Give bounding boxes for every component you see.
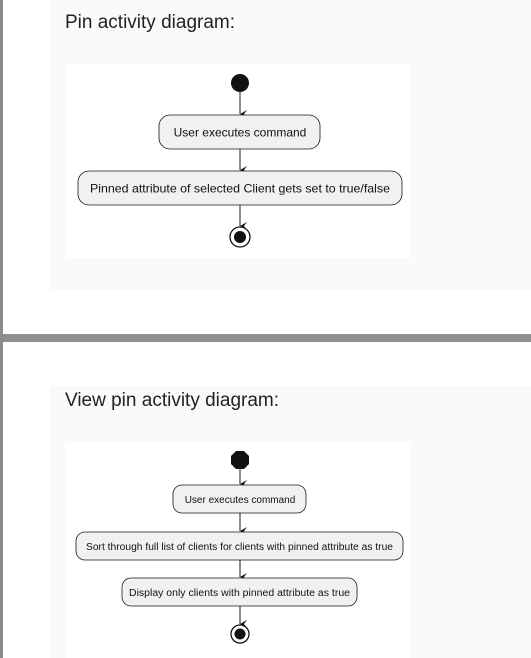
start-node-icon [231, 451, 249, 469]
activity-node: Sort through full list of clients for cl… [75, 531, 404, 561]
view-pin-activity-diagram: User executes command Sort through full … [65, 442, 411, 658]
start-node-icon [231, 74, 249, 92]
pin-activity-section: Pin activity diagram: User executes comm… [3, 0, 531, 334]
end-node-icon [229, 226, 251, 248]
activity-node-label: User executes command [185, 495, 296, 506]
activity-node: Pinned attribute of selected Client gets… [77, 170, 403, 206]
section-heading: View pin activity diagram: [65, 390, 280, 411]
activity-node: Display only clients with pinned attribu… [121, 577, 358, 607]
activity-diagram-svg: User executes command Sort through full … [75, 451, 404, 644]
section-heading: Pin activity diagram: [65, 12, 236, 33]
activity-node-label: Display only clients with pinned attribu… [129, 588, 350, 599]
activity-node-label: Pinned attribute of selected Client gets… [90, 182, 390, 196]
activity-diagram-svg: User executes command Pinned attribute o… [77, 74, 403, 248]
section-divider [3, 334, 531, 342]
pin-activity-diagram: User executes command Pinned attribute o… [65, 64, 411, 258]
view-pin-activity-section: View pin activity diagram: User executes… [3, 342, 531, 658]
left-border [0, 0, 3, 658]
end-node-icon [230, 624, 250, 644]
activity-node: User executes command [172, 484, 307, 514]
activity-node-label: User executes command [174, 126, 307, 140]
activity-node: User executes command [158, 114, 321, 150]
activity-node-label: Sort through full list of clients for cl… [86, 542, 393, 553]
